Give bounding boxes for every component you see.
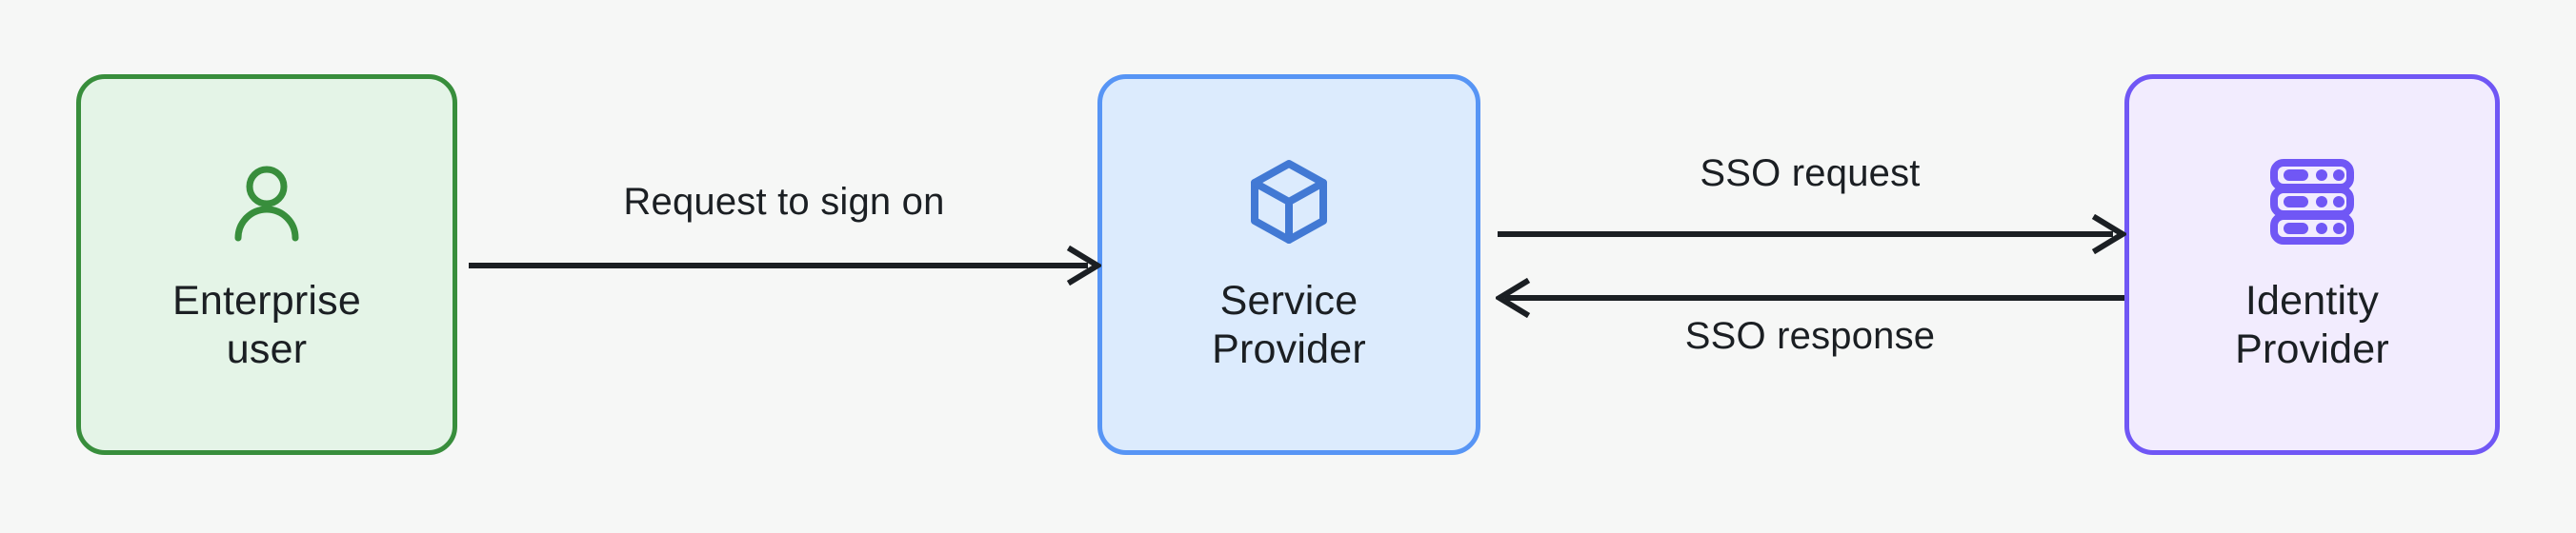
- server-rack-icon: [2266, 156, 2358, 252]
- edge-arrow-request-to-sign-on: [469, 246, 1101, 286]
- edge-label-request-to-sign-on: Request to sign on: [623, 181, 945, 223]
- cube-icon: [1243, 156, 1335, 252]
- edge-arrow-sso-request: [1498, 214, 2126, 254]
- node-identity-provider[interactable]: Identity Provider: [2124, 74, 2500, 455]
- person-icon: [221, 156, 312, 252]
- node-enterprise-user-label: Enterprise user: [172, 277, 361, 372]
- edge-arrow-sso-response: [1496, 278, 2124, 318]
- node-enterprise-user[interactable]: Enterprise user: [76, 74, 457, 455]
- edge-label-sso-request: SSO request: [1700, 152, 1921, 194]
- node-service-provider[interactable]: Service Provider: [1097, 74, 1480, 455]
- edge-label-sso-response: SSO response: [1684, 315, 1936, 357]
- node-identity-provider-label: Identity Provider: [2235, 277, 2389, 372]
- node-service-provider-label: Service Provider: [1212, 277, 1366, 372]
